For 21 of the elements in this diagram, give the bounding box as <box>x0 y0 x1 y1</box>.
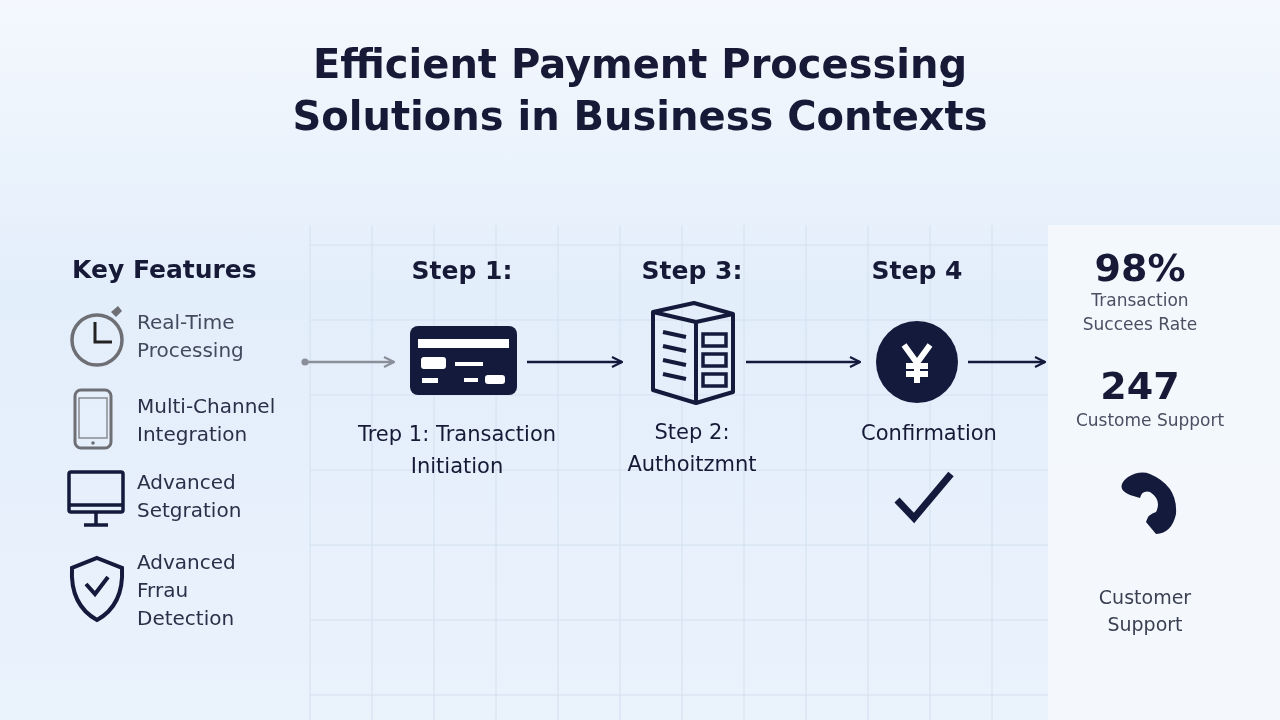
stat-value: 98% <box>1093 245 1187 292</box>
step-heading: Step 4 <box>871 256 963 285</box>
step-caption: Step 2: Authoitzmnt <box>626 419 758 478</box>
arrow <box>527 355 624 369</box>
stat-label: Transaction Succees Rate <box>1081 289 1199 336</box>
step-heading: Step 3: <box>641 256 743 285</box>
feature-label: Advanced Setgration <box>137 469 243 524</box>
arrow <box>301 355 396 369</box>
stat-value: 247 <box>1099 363 1181 410</box>
title: Efficient Payment Processing Solutions in Business Contexts <box>291 40 989 141</box>
feature-label: Advanced Frrau Detection <box>137 549 237 632</box>
feature-label: Real-Time Processing <box>137 309 245 364</box>
step-caption: Trep 1: Transaction Initiation <box>356 421 558 480</box>
feature-label: Multi-Channel Integration <box>137 393 277 448</box>
stat-label: Customer Support <box>1097 585 1193 637</box>
stat-label: Custome Support <box>1074 409 1226 432</box>
section-heading: Key Features <box>72 254 258 286</box>
arrow <box>746 355 862 369</box>
arrow <box>968 355 1047 369</box>
step-caption: Confirmation <box>860 420 998 447</box>
step-heading: Step 1: <box>411 256 513 285</box>
